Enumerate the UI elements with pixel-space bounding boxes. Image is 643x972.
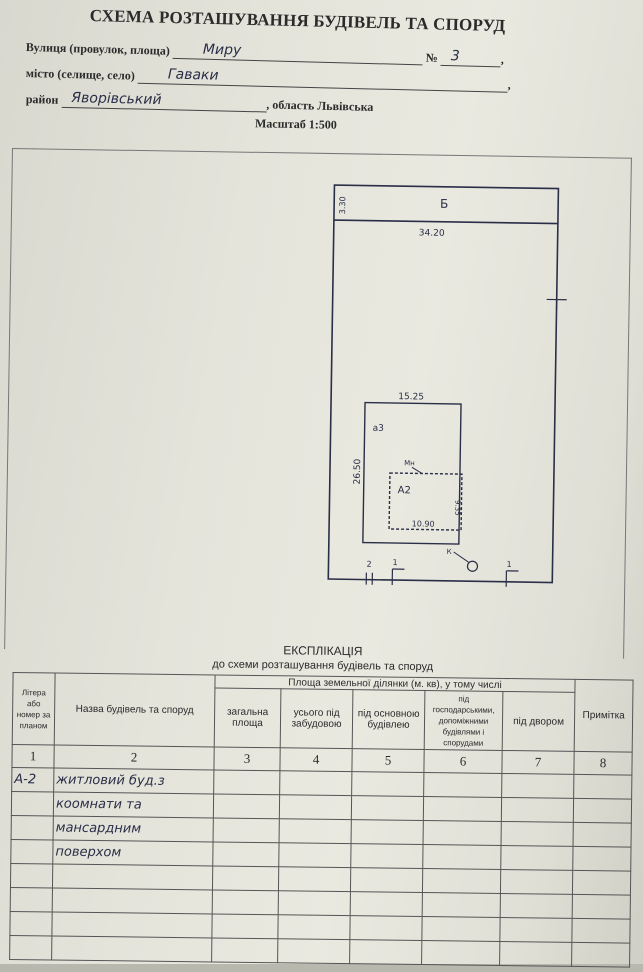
dim-house-depth: 26.50 — [353, 458, 363, 484]
label-b: Б — [440, 197, 448, 211]
label-a2: А2 — [398, 485, 411, 496]
col-number: 4 — [280, 748, 352, 772]
col-number: 1 — [12, 744, 54, 768]
row-letter — [11, 791, 53, 816]
number-label: № — [426, 50, 438, 64]
district-value: Яворівський — [71, 90, 162, 108]
col-note: Примітка — [574, 679, 633, 752]
row-name: поверхом — [53, 840, 213, 866]
explication-section: ЕКСПЛІКАЦІЯ до схеми розташування будіве… — [9, 640, 633, 972]
well-symbol — [467, 561, 477, 571]
col-number: 3 — [214, 747, 280, 771]
dim-side-top: 3.30 — [338, 196, 347, 214]
label-mn: Мн — [404, 459, 415, 467]
gate-label-2: 2 — [366, 560, 371, 569]
gate-label-1b: 1 — [506, 560, 511, 569]
dim-inner-width: 10.90 — [412, 519, 435, 528]
district-row: район Яворівський , область Львівська — [26, 92, 374, 115]
col-aux: під господарськими, допоміжними будівлям… — [424, 691, 503, 751]
col-number: 5 — [352, 749, 424, 773]
row-letter — [11, 839, 53, 864]
street-field: Миру — [173, 44, 423, 66]
drawing-area: Б 34.20 3.30 15.25 26.50 а3 Мн А2 10.90 … — [4, 148, 632, 659]
col-yard: під двором — [502, 691, 575, 751]
row-name: житловий буд.з — [54, 768, 214, 794]
row-letter — [11, 815, 53, 840]
boundary-strip-line — [334, 220, 558, 224]
col-main: під основною будівлею — [352, 690, 425, 750]
city-field: Гаваки — [138, 69, 508, 93]
street-label: Вулиця (провулок, площа) — [26, 40, 170, 58]
label-a3: а3 — [373, 424, 384, 434]
dim-inner-depth: 9.35 — [453, 500, 461, 516]
street-value: Миру — [203, 42, 242, 59]
col-name: Назва будівель та споруд — [54, 673, 215, 747]
page-title: СХЕМА РОЗТАШУВАННЯ БУДІВЕЛЬ ТА СПОРУД — [90, 6, 550, 37]
row-name: коомнати та — [53, 792, 213, 818]
city-label: місто (селище, село) — [26, 66, 135, 83]
dim-width-top: 34.20 — [419, 228, 445, 238]
number-field: 3 — [441, 51, 501, 68]
district-label: район — [26, 92, 59, 107]
col-total: загальна площа — [214, 688, 281, 748]
col-number: 2 — [54, 745, 214, 770]
number-value: 3 — [451, 48, 460, 64]
explication-table: Літера або номер за планом Назва будівел… — [9, 672, 634, 968]
region-text: , область Львівська — [266, 97, 373, 113]
row-name: мансардним — [53, 816, 213, 842]
mn-leader — [412, 467, 422, 473]
gate-label-1a: 1 — [392, 558, 397, 567]
site-plan: Б 34.20 3.30 15.25 26.50 а3 Мн А2 10.90 … — [5, 149, 631, 659]
col-number: 6 — [424, 750, 502, 774]
scale-label: Масштаб 1:500 — [255, 116, 337, 132]
dim-house-width: 15.25 — [398, 392, 424, 402]
row-letter: А-2 — [12, 767, 54, 792]
well-label: К — [447, 548, 452, 556]
col-letter: Літера або номер за планом — [12, 673, 55, 746]
well-leader — [454, 552, 469, 562]
col-number: 8 — [574, 751, 632, 775]
district-field: Яворівський — [61, 93, 266, 113]
col-number: 7 — [502, 750, 574, 774]
col-built: усього під забудовою — [280, 689, 353, 749]
street-row: Вулиця (провулок, площа) Миру № 3, — [26, 40, 504, 68]
city-value: Гаваки — [168, 66, 219, 83]
city-row: місто (селище, село) Гаваки, — [26, 66, 511, 93]
